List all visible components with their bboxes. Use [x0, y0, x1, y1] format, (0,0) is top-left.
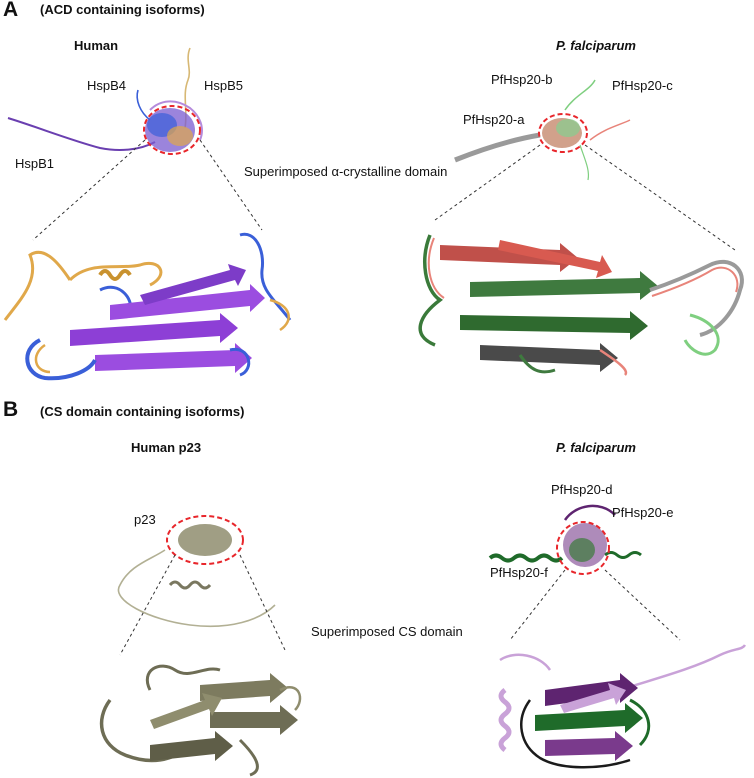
- pf-cs-overview-structure: [488, 504, 642, 575]
- pf-cs-zoom-strand-1: [545, 673, 638, 706]
- human-acd-zoomed-structure: [3, 232, 292, 381]
- human-zoom-loop-1: [3, 251, 72, 321]
- p23-core: [178, 524, 232, 556]
- human-zoom-strand-1: [110, 284, 265, 320]
- p23-zoomed-structure: [99, 664, 302, 777]
- human-zoom-loop-3: [239, 232, 292, 321]
- p23-zoom-strand-3: [150, 693, 222, 729]
- p23-zoom-strand-2: [210, 705, 298, 735]
- label-pfhsp20-f: PfHsp20-f: [490, 565, 548, 580]
- pf-zoom-loop-5: [518, 354, 556, 374]
- p23-zoom-loop-2: [146, 664, 221, 691]
- pf-zoom-strand-4: [498, 240, 612, 278]
- p23-zoom-strand-1: [200, 673, 288, 703]
- human-acd-loop: [149, 100, 203, 141]
- pf-cs-highlight-circle: [556, 521, 610, 575]
- human-zoom-strand-2: [70, 313, 238, 346]
- pf-zoom-loop-1: [418, 234, 444, 347]
- pf-zoom-loop-2b: [651, 266, 739, 297]
- pf-acd-zoom-line-right: [584, 144, 736, 251]
- pf-cs-zoom-strand-2: [535, 703, 643, 733]
- pf-b-tail: [589, 119, 631, 141]
- pf-zoom-loop-1b: [427, 237, 445, 299]
- pf-cs-zoom-line-left: [509, 569, 566, 641]
- label-p23: p23: [134, 512, 156, 527]
- pf-zoom-loop-2: [649, 259, 744, 337]
- hspb5-tail: [184, 47, 191, 129]
- p23-zoom-loop-4: [279, 686, 302, 711]
- human-zoom-loop-8: [269, 298, 290, 332]
- hspb4-tail: [136, 89, 151, 121]
- pf-cs-zoom-loop-3: [629, 698, 651, 747]
- pf-cs-zoomed-structure: [498, 644, 747, 769]
- p23-zoom-line-right: [239, 554, 286, 651]
- p23-zoom-loop-3: [238, 738, 259, 777]
- human-zoom-helix: [98, 269, 132, 281]
- label-pfhsp20-c: PfHsp20-c: [612, 78, 673, 93]
- pf-c-tail-2: [579, 144, 590, 181]
- pf-cs-core-b: [569, 538, 595, 562]
- p23-zoom-line-left: [119, 554, 176, 656]
- label-hspb5: HspB5: [204, 78, 244, 93]
- human-zoom-loop-6: [34, 343, 51, 374]
- human-acd-zoom-line-left: [32, 139, 146, 241]
- pf-zoom-strand-2: [470, 271, 658, 300]
- human-zoom-strand-4: [140, 264, 246, 305]
- pf-acd-core-b: [556, 119, 580, 137]
- pf-cs-zoom-strand-3: [545, 731, 633, 761]
- p23-overview-structure: [117, 515, 276, 628]
- pf-zoom-loop-4: [599, 348, 628, 376]
- human-zoom-loop-7: [229, 347, 251, 377]
- panel-a-letter: A: [3, 0, 19, 21]
- pf-acd-zoomed-structure: [418, 234, 744, 376]
- human-zoom-loop-5: [25, 338, 97, 381]
- label-pfhsp20-e: PfHsp20-e: [612, 505, 674, 520]
- panel-a-subtitle: (ACD containing isoforms): [40, 2, 205, 17]
- hspb1-tail: [7, 117, 156, 151]
- pf-cs-zoom-loop-2: [520, 699, 631, 769]
- panel-a-human-title: Human: [74, 38, 119, 53]
- pf-acd-overview-structure: [454, 79, 631, 181]
- pf-cs-zoom-loop-1: [499, 653, 552, 671]
- pf-c-tail: [564, 79, 596, 111]
- p23-helix: [168, 580, 212, 590]
- pf-cs-zoom-strand-4: [560, 683, 626, 713]
- pf-d-loop: [563, 504, 616, 521]
- pf-a-tail: [454, 132, 541, 163]
- label-hspb1: HspB1: [15, 156, 55, 171]
- label-pfhsp20-b: PfHsp20-b: [491, 72, 553, 87]
- panel-a-center-label: Superimposed α-crystalline domain: [244, 164, 448, 179]
- p23-zoom-strand-4: [150, 731, 233, 761]
- pf-zoom-loop-3: [683, 313, 720, 356]
- human-zoom-loop-2: [68, 261, 163, 287]
- pf-acd-highlight-circle: [538, 113, 588, 153]
- pf-cs-zoom-line-right: [604, 569, 681, 641]
- panel-b-subtitle: (CS domain containing isoforms): [40, 404, 245, 419]
- pf-zoom-strand-5: [480, 343, 618, 372]
- pf-zoom-strand-3: [460, 311, 648, 340]
- panel-b-letter: B: [3, 398, 19, 421]
- pf-cs-zoom-helix-left: [498, 688, 512, 752]
- p23-tail: [117, 549, 276, 628]
- panel-b-pf-title: P. falciparum: [556, 440, 636, 455]
- panel-b-human-title: Human p23: [131, 440, 202, 455]
- pf-f-helix: [488, 553, 564, 563]
- label-pfhsp20-d: PfHsp20-d: [551, 482, 613, 497]
- label-hspb4: HspB4: [87, 78, 127, 93]
- human-acd-highlight-circle: [143, 105, 201, 155]
- pf-f-helix-right: [604, 551, 642, 559]
- panel-b-center-label: Superimposed CS domain: [311, 624, 463, 639]
- p23-highlight-circle: [166, 515, 244, 565]
- human-acd-core-c: [167, 126, 193, 146]
- pf-acd-zoom-line-left: [434, 144, 541, 221]
- pf-cs-zoom-tail: [619, 644, 747, 692]
- human-acd-overview-structure: [7, 47, 203, 155]
- label-pfhsp20-a: PfHsp20-a: [463, 112, 525, 127]
- human-acd-zoom-line-right: [199, 139, 263, 231]
- panel-a-pf-title: P. falciparum: [556, 38, 636, 53]
- human-zoom-strand-3: [95, 343, 252, 373]
